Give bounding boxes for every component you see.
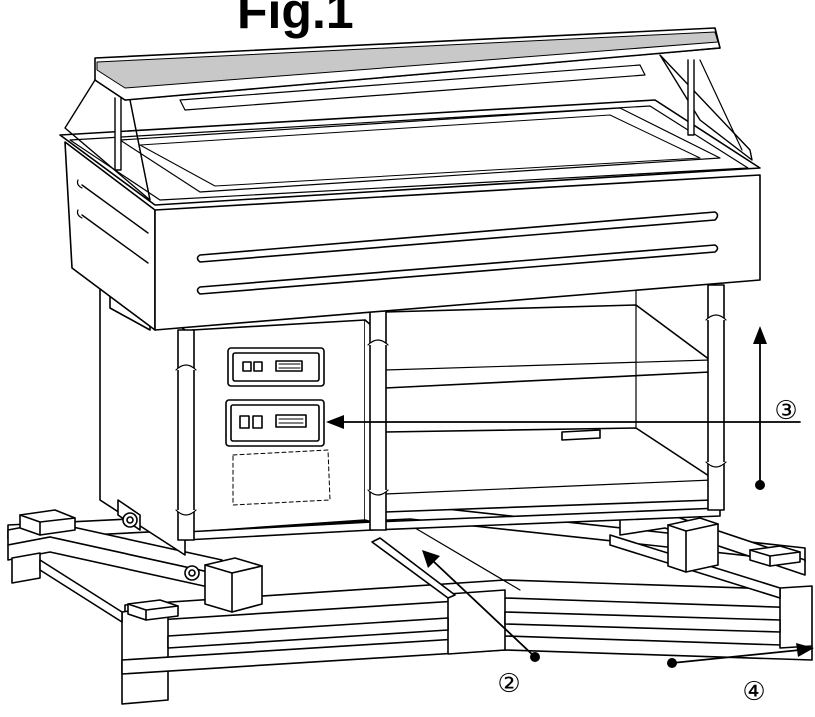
control-unit-upper: [227, 347, 325, 387]
callout-4: ④: [742, 677, 766, 707]
arrows: [326, 326, 814, 668]
packing-blocks: [19, 509, 801, 621]
counter-body: [59, 99, 761, 331]
canopy: [64, 27, 753, 201]
control-unit-lower: [225, 399, 325, 447]
callout-2: ②: [497, 669, 521, 699]
service-panel-outline: [232, 449, 331, 506]
callout-3: ③: [774, 396, 798, 426]
figure-title: Fig.1: [237, 0, 354, 39]
legs: [175, 284, 727, 541]
shelves: [384, 289, 713, 513]
